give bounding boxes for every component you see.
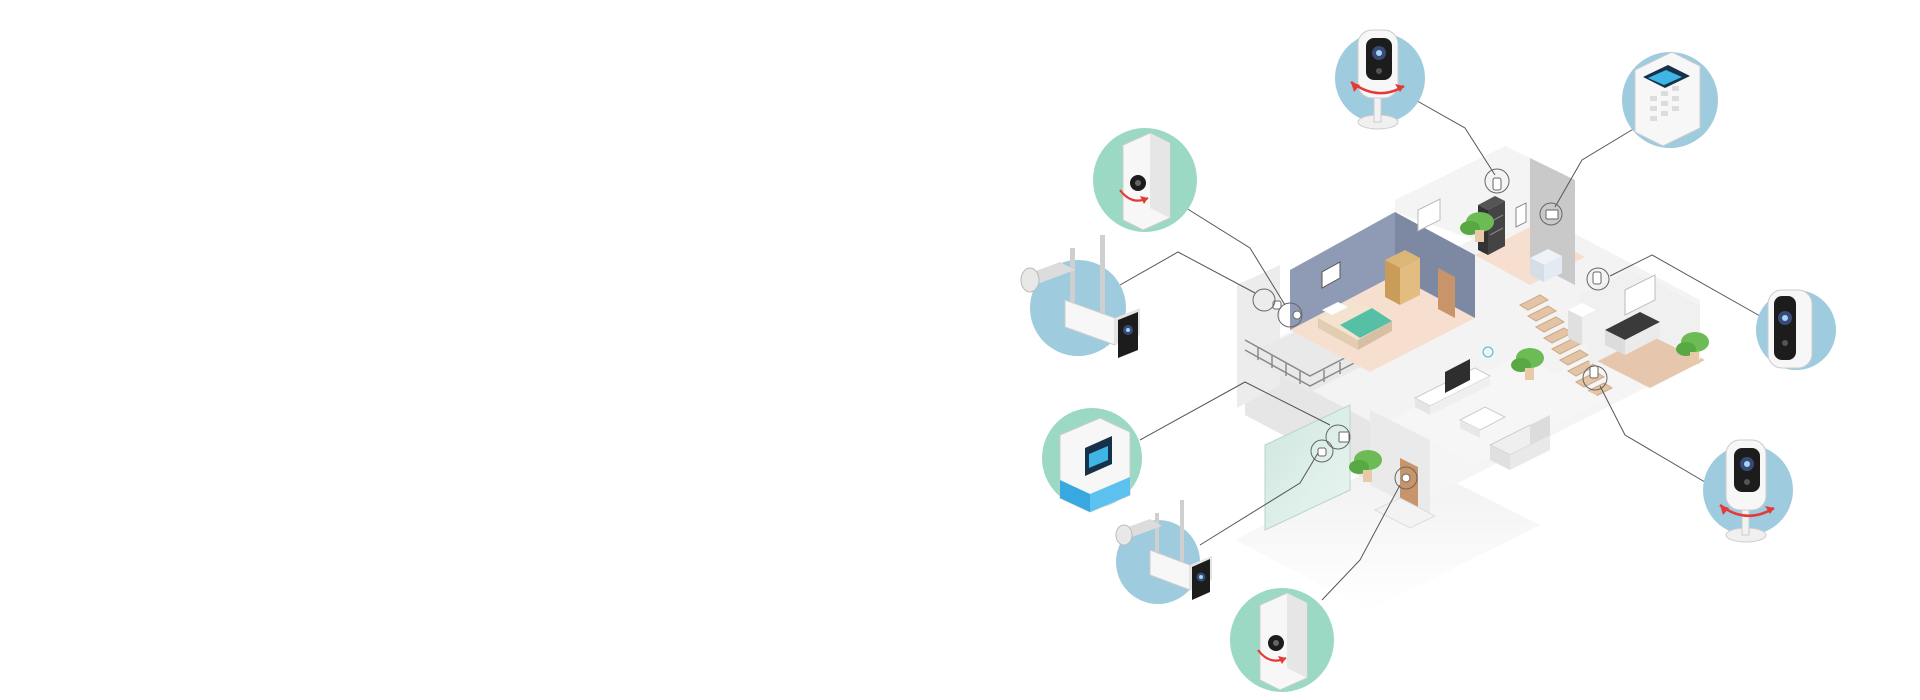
study-picture	[1515, 202, 1527, 228]
plant-living	[1511, 348, 1544, 380]
entry-steps	[1373, 497, 1437, 529]
indoor-pan-tilt-camera-callout	[1335, 29, 1425, 130]
keypad-icon	[1634, 51, 1701, 147]
living-floor	[1390, 355, 1605, 465]
callout-lines	[1119, 97, 1761, 601]
plant-entry	[1349, 450, 1382, 482]
bedroom-picture	[1321, 261, 1341, 289]
yard-ground	[1235, 455, 1540, 610]
cube-camera-icon	[1767, 289, 1813, 369]
balcony-floor	[1245, 330, 1365, 392]
installed-device-markers	[1272, 177, 1602, 483]
pan-tilt-camera-icon	[1719, 439, 1775, 543]
pir-sensor-icon	[1119, 132, 1171, 231]
white-cabinet	[1530, 249, 1562, 282]
indoor-pan-tilt-camera-lower-callout	[1703, 439, 1793, 543]
wardrobe	[1385, 250, 1420, 305]
bullet-camera-icon	[1020, 235, 1140, 358]
motion-sensor-lower-callout	[1230, 588, 1334, 692]
plant-study	[1460, 212, 1494, 242]
sofa	[1488, 415, 1552, 470]
bedroom-back-wall	[1290, 212, 1395, 330]
motion-sensor-upper-callout	[1093, 128, 1197, 232]
kitchen-counter	[1605, 312, 1660, 355]
kitchen-window	[1624, 274, 1656, 316]
indoor-cube-camera-callout	[1756, 289, 1836, 370]
staircase	[1518, 294, 1614, 399]
bullet-camera-icon	[1115, 500, 1212, 600]
house-base-floor	[1245, 210, 1700, 445]
bed	[1318, 300, 1392, 350]
house-cutaway	[1235, 146, 1709, 610]
television	[1445, 359, 1470, 393]
alarm-keypad-callout	[1622, 51, 1718, 148]
hub-icon	[1059, 417, 1131, 513]
outdoor-bullet-camera-lower-callout	[1115, 500, 1212, 604]
pan-tilt-camera-icon	[1350, 29, 1405, 130]
front-door	[1400, 458, 1418, 512]
left-wing-wall	[1237, 265, 1280, 408]
study-window	[1417, 198, 1441, 232]
security-hub-callout	[1042, 408, 1142, 513]
bedroom-door	[1438, 268, 1455, 318]
outdoor-bullet-camera-upper-callout	[1020, 235, 1140, 358]
glass-wall	[1264, 404, 1351, 531]
pir-sensor-icon	[1257, 592, 1308, 691]
fridge	[1568, 303, 1596, 345]
balcony-railing	[1244, 339, 1361, 387]
coffee-table	[1458, 406, 1507, 438]
plant-kitchen	[1676, 332, 1709, 364]
